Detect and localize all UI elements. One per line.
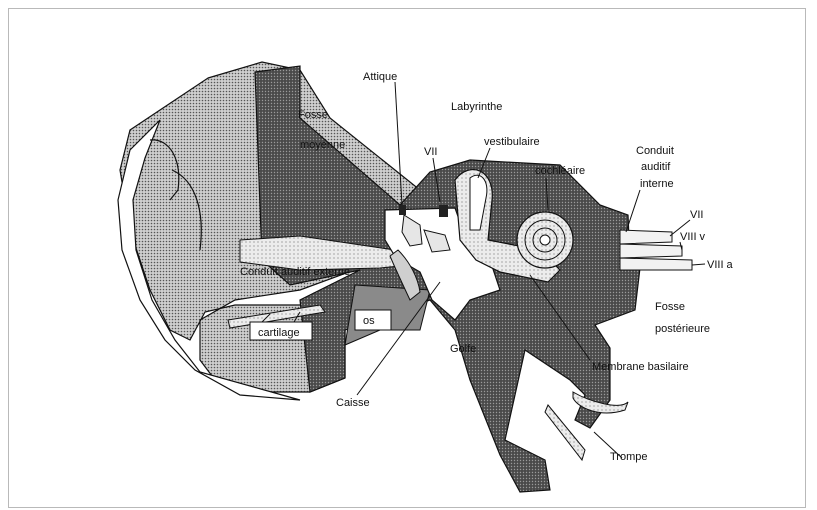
label-viii-a: VIII a bbox=[707, 259, 734, 271]
label-os: os bbox=[363, 315, 375, 327]
label-conduit-interne-2: auditif bbox=[641, 161, 671, 173]
label-fosse-posterieure-1: Fosse bbox=[655, 301, 685, 313]
label-membrane-basilaire: Membrane basilaire bbox=[592, 361, 689, 373]
label-trompe: Trompe bbox=[610, 451, 648, 463]
label-golfe: Golfe bbox=[450, 343, 476, 355]
label-conduit-externe: Conduit auditif externe bbox=[240, 266, 350, 278]
label-viii-v: VIII v bbox=[680, 231, 706, 243]
label-vii-top: VII bbox=[424, 146, 437, 158]
label-attique: Attique bbox=[363, 71, 397, 83]
label-fosse-posterieure-2: postérieure bbox=[655, 323, 710, 335]
label-caisse: Caisse bbox=[336, 397, 370, 409]
label-cochleaire: cochléaire bbox=[535, 165, 585, 177]
label-fosse-moyenne-1: Fosse bbox=[298, 109, 328, 121]
label-cartilage: cartilage bbox=[258, 327, 300, 339]
label-labyrinthe: Labyrinthe bbox=[451, 101, 502, 113]
label-vii-right: VII bbox=[690, 209, 703, 221]
label-conduit-interne-3: interne bbox=[640, 178, 674, 190]
label-fosse-moyenne-2: moyenne bbox=[300, 139, 345, 151]
label-vestibulaire: vestibulaire bbox=[484, 136, 540, 148]
label-conduit-interne-1: Conduit bbox=[636, 145, 674, 157]
